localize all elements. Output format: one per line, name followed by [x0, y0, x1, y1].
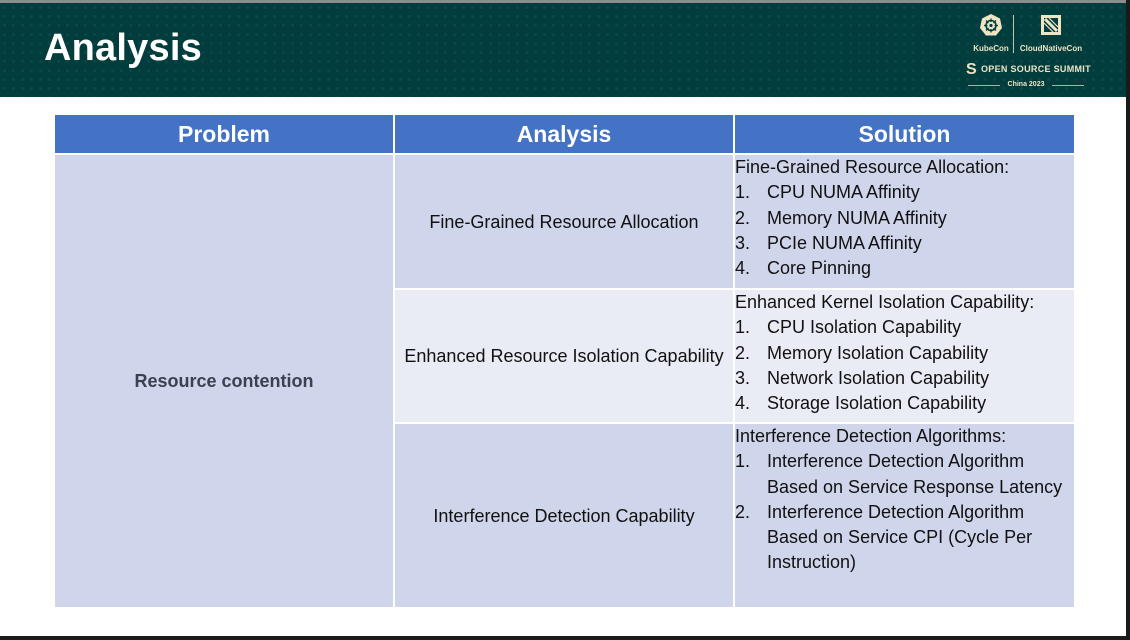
solution-item: 3. Network Isolation Capability [735, 366, 1074, 391]
cloudnativecon-icon [1041, 15, 1061, 35]
header-analysis: Analysis [393, 113, 735, 155]
solution-cell: Enhanced Kernel Isolation Capability: 1.… [733, 288, 1076, 424]
solution-cell: Interference Detection Algorithms: 1. Int… [733, 422, 1076, 609]
item-number: 2. [735, 501, 751, 522]
open-source-summit-label: OPEN SOURCE SUMMIT [980, 64, 1091, 74]
table-row: Enhanced Resource Isolation Capability E… [54, 288, 1076, 424]
table-row: Resource contention Fine-Grained Resourc… [53, 153, 1076, 609]
item-number: 2. [735, 207, 751, 228]
item-text: CPU NUMA Affinity [767, 182, 920, 203]
kubernetes-helm-icon [980, 14, 1002, 36]
slide-title: Analysis [44, 27, 202, 69]
solution-list: 1. Interference Detection Algorithm Based… [735, 449, 1074, 575]
solution-item: 4. Core Pinning [735, 256, 1074, 281]
item-text: Interference Detection Algorithm Based o… [767, 451, 1063, 497]
solution-item: 2. Interference Detection Algorithm Based… [735, 500, 1074, 576]
item-text: Memory Isolation Capability [767, 342, 989, 363]
cloudnativecon-label: CloudNativeCon [1019, 44, 1083, 53]
table-row: Interference Detection Capability Interf… [54, 422, 1076, 609]
solution-item: 4. Storage Isolation Capability [735, 391, 1074, 416]
item-number: 4. [735, 258, 751, 279]
item-number: 1. [735, 317, 751, 338]
solution-item: 2. Memory NUMA Affinity [735, 206, 1074, 231]
item-text: Storage Isolation Capability [767, 393, 987, 414]
analysis-cell: Interference Detection Capability [393, 422, 735, 609]
solution-item: 1. CPU NUMA Affinity [735, 180, 1074, 205]
item-number: 1. [735, 182, 751, 203]
solution-list: 1. CPU Isolation Capability 2. Memory Isol… [735, 315, 1074, 416]
table-header-row: Problem Analysis Solution [53, 113, 1076, 155]
item-number: 3. [735, 367, 751, 388]
item-text: PCIe NUMA Affinity [767, 232, 922, 253]
window-frame-bottom [0, 636, 1130, 640]
item-number: 3. [735, 232, 751, 253]
item-number: 2. [735, 342, 751, 363]
solution-list: 1. CPU NUMA Affinity 2. Memory NUMA Affini… [735, 180, 1074, 281]
item-text: CPU Isolation Capability [767, 317, 962, 338]
item-text: Memory NUMA Affinity [767, 207, 947, 228]
event-location-year: China 2023 [968, 81, 1084, 88]
solution-item: 1. Interference Detection Algorithm Based… [735, 449, 1074, 500]
item-text: Interference Detection Algorithm Based o… [767, 501, 1033, 573]
window-frame-top [0, 0, 1130, 3]
item-text: Network Isolation Capability [767, 367, 990, 388]
solution-title: Fine-Grained Resource Allocation: [735, 157, 1010, 177]
cloudnativecon-logo: CloudNativeCon [1015, 13, 1087, 53]
analysis-cell: Enhanced Resource Isolation Capability [393, 288, 735, 424]
item-number: 4. [735, 393, 751, 414]
solution-item: 3. PCIe NUMA Affinity [735, 231, 1074, 256]
window-frame-right [1126, 0, 1130, 640]
solution-title: Interference Detection Algorithms: [735, 426, 1007, 446]
header-problem: Problem [53, 113, 395, 155]
open-source-summit-s-icon: S [966, 61, 977, 78]
item-number: 1. [735, 451, 751, 472]
problem-cell: Resource contention [53, 153, 395, 609]
item-text: Core Pinning [767, 258, 872, 279]
solution-item: 1. CPU Isolation Capability [735, 315, 1074, 340]
solution-item: 2. Memory Isolation Capability [735, 341, 1074, 366]
header-solution: Solution [733, 113, 1076, 155]
kubecon-label: KubeCon [973, 44, 1009, 53]
logo-divider [1013, 15, 1014, 53]
kubecon-logo: KubeCon [965, 13, 1017, 53]
analysis-table: Problem Analysis Solution Resource conte… [53, 113, 1076, 609]
analysis-cell: Fine-Grained Resource Allocation [393, 153, 735, 290]
solution-title: Enhanced Kernel Isolation Capability: [735, 292, 1035, 312]
solution-cell: Fine-Grained Resource Allocation: 1. CPU … [733, 153, 1076, 290]
